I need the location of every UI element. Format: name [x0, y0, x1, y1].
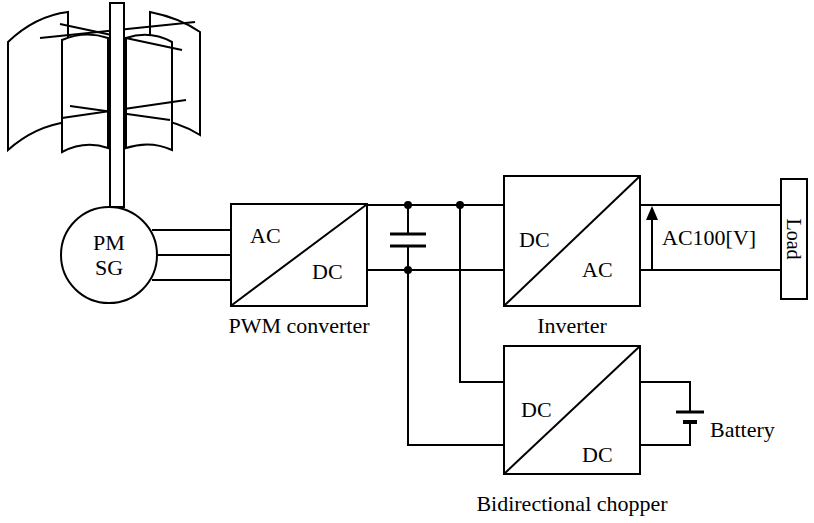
port-label: AC — [582, 259, 613, 281]
turbine-shaft — [110, 3, 124, 207]
battery-wire — [641, 422, 690, 445]
phase-wire — [152, 279, 230, 281]
generator-outline — [61, 207, 157, 303]
port-label: DC — [582, 444, 613, 466]
generator-label: PM SG — [83, 230, 136, 281]
conversion-diagonal — [505, 347, 639, 473]
connector-wire — [368, 270, 503, 445]
load-label: Load — [784, 218, 804, 259]
port-label: AC — [250, 225, 281, 247]
voltage-arrowhead — [646, 206, 658, 220]
converter-box: ACDCPWM converter — [230, 203, 368, 307]
connector-wire — [158, 254, 230, 256]
junction-dots — [404, 201, 464, 274]
connector-wire — [641, 204, 780, 206]
phase-wire — [152, 229, 230, 231]
inverter-box: DCACInverter — [503, 175, 641, 307]
block-title: PWM converter — [228, 315, 369, 337]
turbine-blade — [126, 35, 172, 150]
generator-circle: PM SG — [60, 205, 158, 305]
ac-output-wire — [641, 269, 780, 271]
battery-plate — [676, 411, 704, 414]
connector-wire — [368, 204, 503, 206]
block-title: Inverter — [537, 315, 607, 337]
battery-plate — [683, 420, 697, 424]
turbine-blade — [62, 34, 108, 152]
load-box: Load — [780, 178, 808, 300]
turbine-blade — [8, 12, 68, 150]
dc-bus-wire — [460, 205, 503, 382]
voltage-label: AC100[V] — [662, 227, 756, 249]
battery-label: Battery — [710, 419, 775, 441]
conversion-diagonal — [232, 205, 366, 305]
port-label: DC — [519, 229, 550, 251]
capacitor-lead — [407, 205, 409, 234]
port-label: DC — [312, 261, 343, 283]
block-title: Bidirectional chopper — [476, 493, 667, 515]
capacitor-plate — [390, 233, 426, 236]
port-label: DC — [521, 399, 552, 421]
conversion-diagonal — [505, 177, 639, 305]
chopper-box: DCDCBidirectional chopper — [503, 345, 641, 475]
voltage-arrow — [651, 218, 653, 270]
wind-turbine — [8, 3, 200, 207]
conversion-diagonal — [232, 205, 366, 305]
battery-wire — [641, 382, 690, 412]
